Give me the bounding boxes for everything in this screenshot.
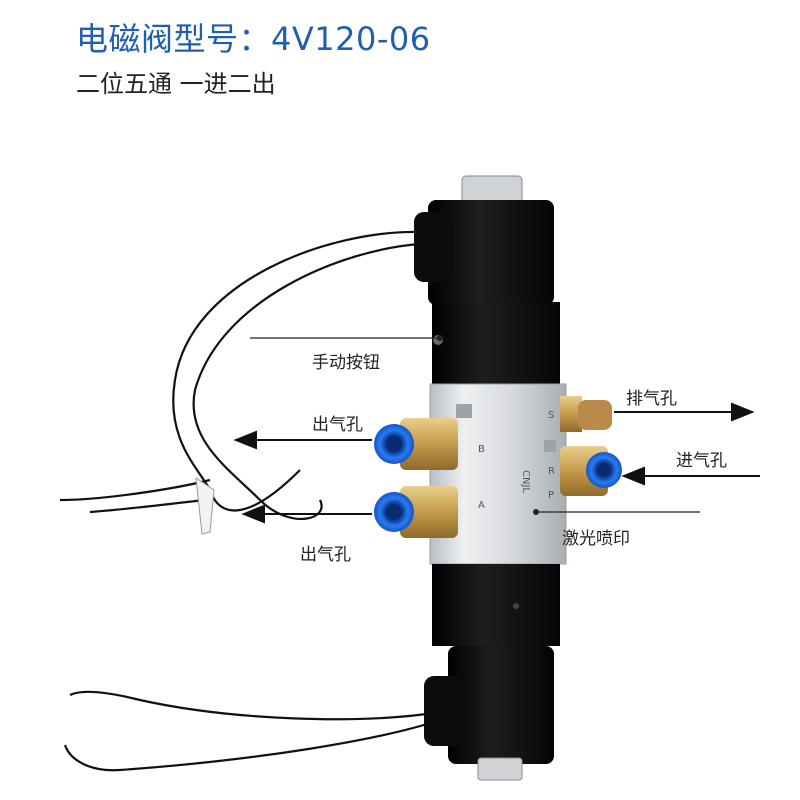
cable-tie: [195, 476, 215, 535]
outlet-fitting-bottom: [374, 486, 458, 538]
exhaust-label: 排气孔: [626, 389, 677, 409]
brand-mark: CNJL: [519, 470, 531, 493]
callout-lines: [250, 337, 700, 513]
exhaust-muffler: [560, 396, 612, 432]
port-p-mark: P: [548, 490, 555, 501]
arrow-outlet-top: [233, 430, 372, 450]
port-a-mark: A: [478, 500, 485, 511]
port-r-mark: R: [548, 466, 555, 477]
laser-print-label: 激光喷印: [562, 529, 630, 549]
manual-button-label: 手动按钮: [312, 353, 380, 373]
outlet-bottom-label: 出气孔: [300, 545, 351, 565]
outlet-fitting-top: [374, 418, 458, 470]
inlet-fitting: [560, 446, 622, 496]
top-solenoid-coil: [414, 175, 554, 305]
product-subtitle: 二位五通 一进二出: [76, 70, 276, 98]
arrow-exhaust: [614, 402, 755, 422]
port-b-mark: B: [478, 444, 485, 455]
inlet-label: 进气孔: [676, 451, 727, 471]
arrow-outlet-bottom: [241, 504, 372, 524]
outlet-top-label: 出气孔: [312, 415, 363, 435]
arrow-inlet: [621, 466, 760, 486]
port-s-mark: S: [548, 410, 555, 421]
product-title: 电磁阀型号：4V120-06: [76, 20, 431, 58]
bottom-solenoid-coil: [424, 646, 554, 781]
coil-wires: [59, 230, 441, 772]
valve-body: [429, 302, 567, 646]
